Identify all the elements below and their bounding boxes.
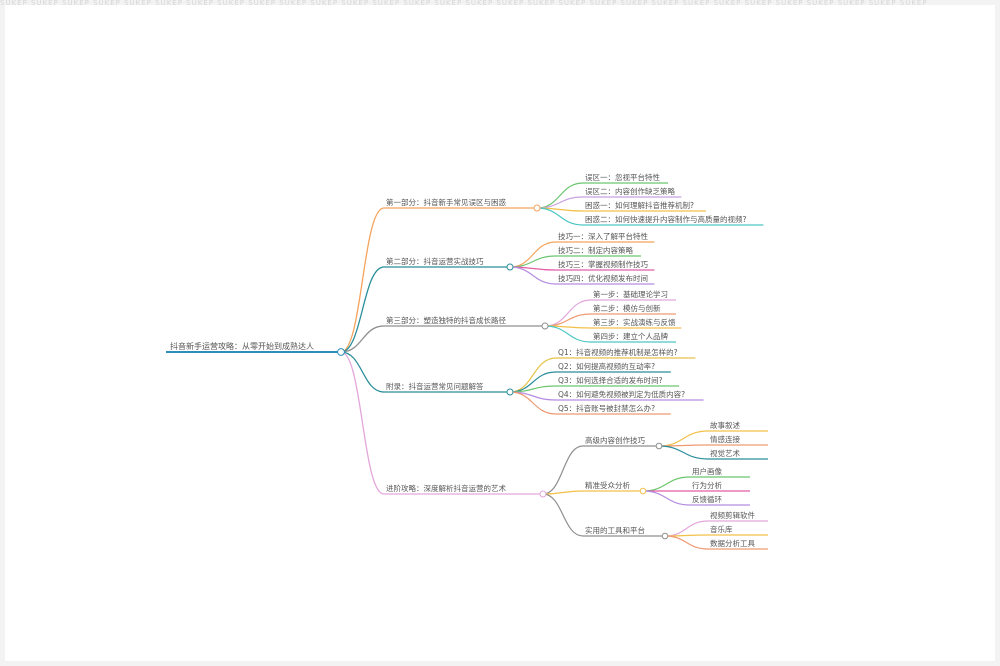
watermark-strip: SUKEP SUKEP SUKEP SUKEP SUKEP SUKEP SUKE… xyxy=(0,0,928,6)
collapse-toggle-5-2[interactable] xyxy=(639,487,647,495)
branch-topic-5[interactable]: 进阶攻略：深度解析抖音运营的艺术 xyxy=(386,483,506,493)
subtopic-connector-1-4 xyxy=(536,207,584,226)
mind-map-nodes: 抖音新手运营攻略：从零开始到成熟达人 第一部分：抖音新手常见误区与困惑 误区一：忽视… xyxy=(170,172,755,548)
subtopic-4-1[interactable]: Q1：抖音视频的推荐机制是怎样的? xyxy=(558,347,678,357)
subtopic-3-1[interactable]: 第一步：基础理论学习 xyxy=(593,289,668,299)
subtopic-connector-5-3 xyxy=(542,493,584,537)
branch-topic-1[interactable]: 第一部分：抖音新手常见误区与困惑 xyxy=(386,197,506,207)
subtopic-1-1[interactable]: 误区一：忽视平台特性 xyxy=(585,172,660,182)
subtopic-connector-1-1 xyxy=(536,182,584,209)
leaf-connector-2-1 xyxy=(642,476,691,492)
branch-connector-4 xyxy=(340,351,385,393)
subtopic-connector-2-1 xyxy=(509,241,557,268)
subtopic-3-4[interactable]: 第四步：建立个人品牌 xyxy=(593,331,668,341)
collapse-toggle-1[interactable] xyxy=(533,204,541,212)
subtopic-5-2[interactable]: 精准受众分析 xyxy=(585,480,630,490)
subtopic-connector-1-2 xyxy=(536,196,584,209)
subtopic-connector-3-4 xyxy=(544,325,592,343)
subtopic-1-4[interactable]: 困惑二：如何快速提升内容制作与高质量的视频? xyxy=(585,214,746,224)
subtopic-2-1[interactable]: 技巧一：深入了解平台特性 xyxy=(558,231,648,241)
collapse-toggle-5-3[interactable] xyxy=(661,532,669,540)
subtopic-4-5[interactable]: Q5：抖音账号被封禁怎么办? xyxy=(558,403,655,413)
collapse-toggle-3[interactable] xyxy=(541,322,549,330)
leaf-topic-2-1[interactable]: 用户画像 xyxy=(692,466,722,476)
subtopic-connector-2-2 xyxy=(509,255,557,268)
root-topic[interactable]: 抖音新手运营攻略：从零开始到成熟达人 xyxy=(170,341,314,351)
leaf-topic-1-2[interactable]: 情感连接 xyxy=(710,434,740,444)
collapse-toggle-root[interactable] xyxy=(337,348,345,356)
leaf-connector-1-3 xyxy=(658,445,709,460)
leaf-topic-1-3[interactable]: 视觉艺术 xyxy=(710,448,740,458)
collapse-toggle-2[interactable] xyxy=(506,263,514,271)
subtopic-1-3[interactable]: 困惑一：如何理解抖音推荐机制? xyxy=(585,200,694,210)
subtopic-connector-5-2 xyxy=(542,490,584,495)
collapse-toggle-5-1[interactable] xyxy=(655,442,663,450)
subtopic-4-4[interactable]: Q4：如何避免视频被判定为低质内容? xyxy=(558,389,685,399)
subtopic-2-4[interactable]: 技巧四：优化视频发布时间 xyxy=(558,273,648,283)
subtopic-2-2[interactable]: 技巧二：制定内容策略 xyxy=(558,245,633,255)
subtopic-connector-4-1 xyxy=(509,357,557,393)
subtopic-4-3[interactable]: Q3：如何选择合适的发布时间? xyxy=(558,375,663,385)
leaf-topic-2-3[interactable]: 反馈循环 xyxy=(692,494,722,504)
leaf-topic-2-2[interactable]: 行为分析 xyxy=(692,480,722,490)
leaf-topic-3-1[interactable]: 视频剪辑软件 xyxy=(710,510,755,520)
subtopic-1-2[interactable]: 误区二：内容创作缺乏策略 xyxy=(585,186,675,196)
mind-map-edges xyxy=(166,182,768,550)
leaf-topic-3-2[interactable]: 音乐库 xyxy=(710,524,733,534)
subtopic-connector-3-2 xyxy=(544,313,592,327)
subtopic-5-3[interactable]: 实用的工具和平台 xyxy=(585,525,645,535)
leaf-connector-3-1 xyxy=(664,520,709,537)
subtopic-2-3[interactable]: 技巧三：掌握视频制作技巧 xyxy=(558,259,648,269)
branch-topic-2[interactable]: 第二部分：抖音运营实战技巧 xyxy=(386,256,484,266)
subtopic-5-1[interactable]: 高级内容创作技巧 xyxy=(585,435,645,445)
leaf-topic-1-1[interactable]: 故事叙述 xyxy=(710,420,740,430)
leaf-connector-3-3 xyxy=(664,535,709,550)
subtopic-connector-3-1 xyxy=(544,299,592,327)
branch-connector-2 xyxy=(340,266,385,353)
collapse-toggle-4[interactable] xyxy=(506,388,514,396)
subtopic-connector-2-4 xyxy=(509,266,557,285)
leaf-connector-1-1 xyxy=(658,430,709,447)
branch-topic-3[interactable]: 第三部分：塑造独特的抖音成长路径 xyxy=(386,315,506,325)
subtopic-connector-5-1 xyxy=(542,445,584,495)
branch-connector-1 xyxy=(340,207,385,353)
subtopic-connector-4-5 xyxy=(509,391,557,415)
subtopic-4-2[interactable]: Q2：如何提高视频的互动率? xyxy=(558,361,655,371)
leaf-topic-3-3[interactable]: 数据分析工具 xyxy=(710,538,755,548)
subtopic-3-3[interactable]: 第三步：实战演练与反馈 xyxy=(593,317,676,327)
branch-connector-5 xyxy=(340,351,385,495)
branch-connector-3 xyxy=(340,325,385,353)
subtopic-3-2[interactable]: 第二步：模仿与创新 xyxy=(593,303,661,313)
leaf-connector-2-3 xyxy=(642,490,691,506)
collapse-toggle-5[interactable] xyxy=(539,490,547,498)
branch-topic-4[interactable]: 附录：抖音运营常见问题解答 xyxy=(386,381,484,391)
